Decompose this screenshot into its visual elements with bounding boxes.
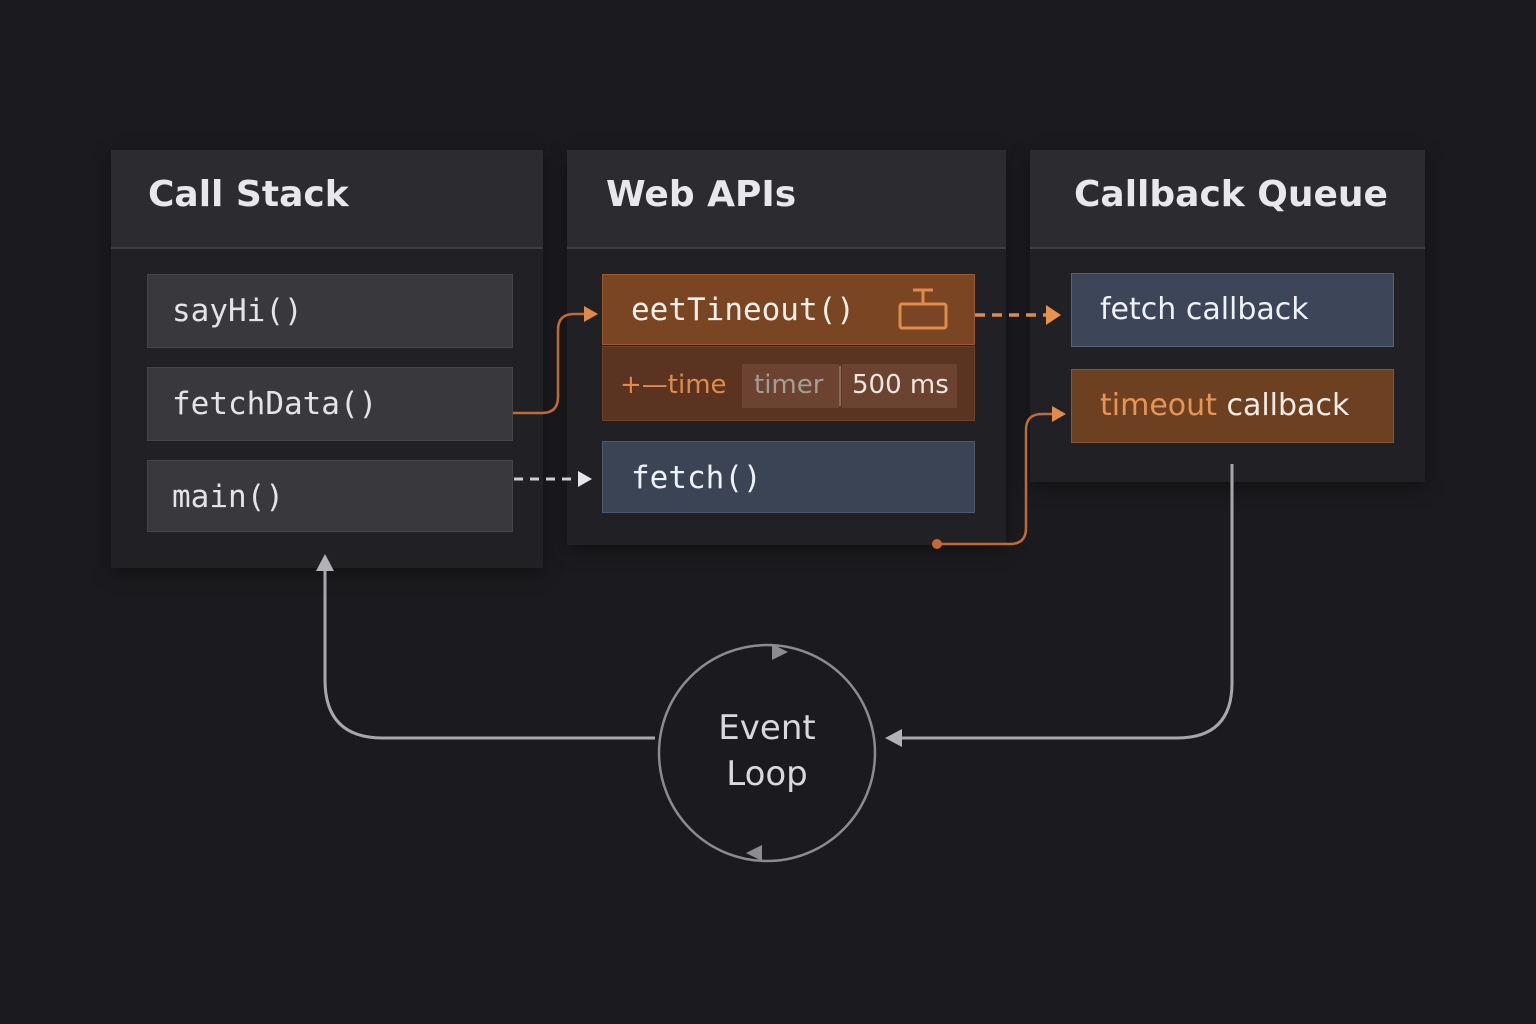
settimeout-api-block: eetTineout() (602, 274, 975, 345)
timer-duration: 500 ms (852, 370, 949, 400)
timeout-callback-word1: timeout (1100, 388, 1217, 423)
timer-divider (839, 366, 841, 406)
call-stack-title: Call Stack (148, 174, 349, 215)
duration-chip (842, 364, 957, 408)
timer-icon (896, 287, 950, 333)
call-stack-header (111, 150, 543, 249)
queue-item-timeout-callback: timeout callback (1071, 369, 1394, 443)
timer-label: timer (754, 370, 824, 400)
callback-queue-header (1030, 150, 1425, 249)
timer-chip (742, 364, 839, 408)
event-loop-line1: Event (718, 708, 816, 748)
event-loop-label: Event Loop (660, 651, 874, 855)
stack-frame-sayhi: sayHi() (147, 274, 513, 348)
timeout-callback-word2: callback (1226, 388, 1350, 423)
arrow-event-loop-to-stack (323, 570, 655, 740)
stack-frame-main: main() (147, 460, 513, 532)
time-label: +—time (620, 370, 727, 400)
fetch-api-block: fetch() (602, 441, 975, 513)
web-apis-title: Web APIs (606, 174, 797, 215)
callback-queue-title: Callback Queue (1074, 174, 1388, 215)
arrowhead-event-loop (885, 729, 902, 747)
event-loop-line2: Loop (726, 754, 808, 794)
stack-frame-fetchdata: fetchData() (147, 367, 513, 441)
queue-item-fetch-callback: fetch callback (1071, 273, 1394, 347)
web-apis-header (567, 150, 1006, 249)
settimeout-label: eetTineout() (631, 292, 855, 328)
